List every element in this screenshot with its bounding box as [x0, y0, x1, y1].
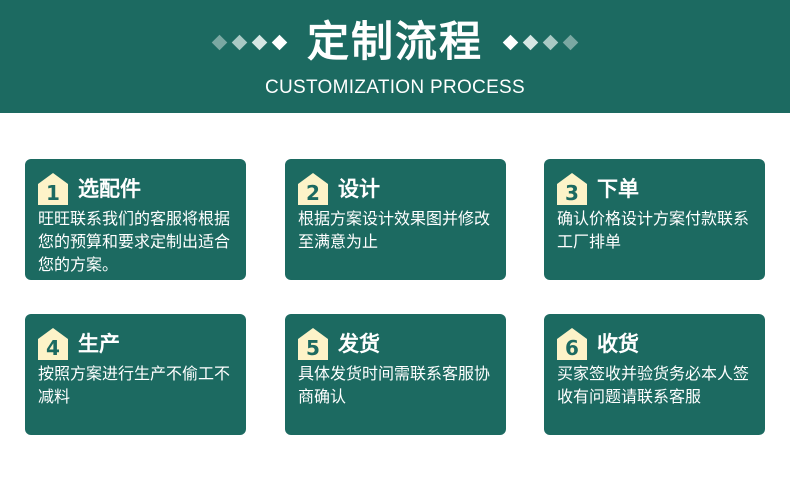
house-badge-icon — [557, 173, 587, 205]
house-badge-icon — [557, 328, 587, 360]
step-badge: 2 — [298, 173, 328, 205]
page-title: 定制流程 — [306, 17, 483, 66]
diamond-icon — [502, 34, 519, 50]
house-badge-icon — [38, 328, 68, 360]
step-badge: 3 — [557, 173, 587, 205]
diamond-icon — [542, 34, 559, 50]
title-row: 定制流程 — [0, 10, 790, 74]
step-card-2: 2 设计 根据方案设计效果图并修改至满意为止 — [285, 159, 506, 280]
step-number: 5 — [306, 336, 320, 360]
step-description: 具体发货时间需联系客服协商确认 — [298, 364, 491, 406]
step-badge: 5 — [298, 328, 328, 360]
left-diamonds — [211, 34, 288, 50]
right-diamonds — [502, 34, 579, 50]
diamond-icon — [251, 34, 268, 50]
step-title: 发货 — [338, 332, 380, 356]
step-number: 3 — [565, 181, 579, 205]
step-badge: 6 — [557, 328, 587, 360]
step-badge: 4 — [38, 328, 68, 360]
step-number: 2 — [306, 181, 320, 205]
step-title: 生产 — [78, 332, 120, 356]
step-description: 旺旺联系我们的客服将根据您的预算和要求定制出适合您的方案。 — [38, 209, 231, 274]
step-title: 收货 — [597, 332, 639, 356]
step-card-1: 1 选配件 旺旺联系我们的客服将根据您的预算和要求定制出适合您的方案。 — [25, 159, 246, 280]
diamond-icon — [271, 34, 288, 50]
step-description: 按照方案进行生产不偷工不减料 — [38, 364, 231, 406]
step-description: 买家签收并验货务必本人签收有问题请联系客服 — [557, 364, 750, 406]
step-description: 根据方案设计效果图并修改至满意为止 — [298, 209, 491, 251]
step-number: 1 — [46, 181, 60, 205]
step-title: 下单 — [597, 177, 639, 201]
step-number: 4 — [46, 336, 60, 360]
diamond-icon — [522, 34, 539, 50]
step-number: 6 — [565, 336, 579, 360]
house-badge-icon — [38, 173, 68, 205]
step-card-5: 5 发货 具体发货时间需联系客服协商确认 — [285, 314, 506, 435]
step-badge: 1 — [38, 173, 68, 205]
header-banner: 定制流程 CUSTOMIZATION PROCESS — [0, 0, 790, 113]
house-badge-icon — [298, 328, 328, 360]
step-card-3: 3 下单 确认价格设计方案付款联系工厂排单 — [544, 159, 765, 280]
diamond-icon — [211, 34, 228, 50]
step-card-4: 4 生产 按照方案进行生产不偷工不减料 — [25, 314, 246, 435]
step-title: 选配件 — [78, 177, 141, 201]
step-description: 确认价格设计方案付款联系工厂排单 — [557, 209, 750, 251]
diamond-icon — [562, 34, 579, 50]
page-subtitle: CUSTOMIZATION PROCESS — [264, 77, 525, 98]
step-title: 设计 — [338, 177, 380, 201]
house-badge-icon — [298, 173, 328, 205]
diamond-icon — [231, 34, 248, 50]
step-card-6: 6 收货 买家签收并验货务必本人签收有问题请联系客服 — [544, 314, 765, 435]
